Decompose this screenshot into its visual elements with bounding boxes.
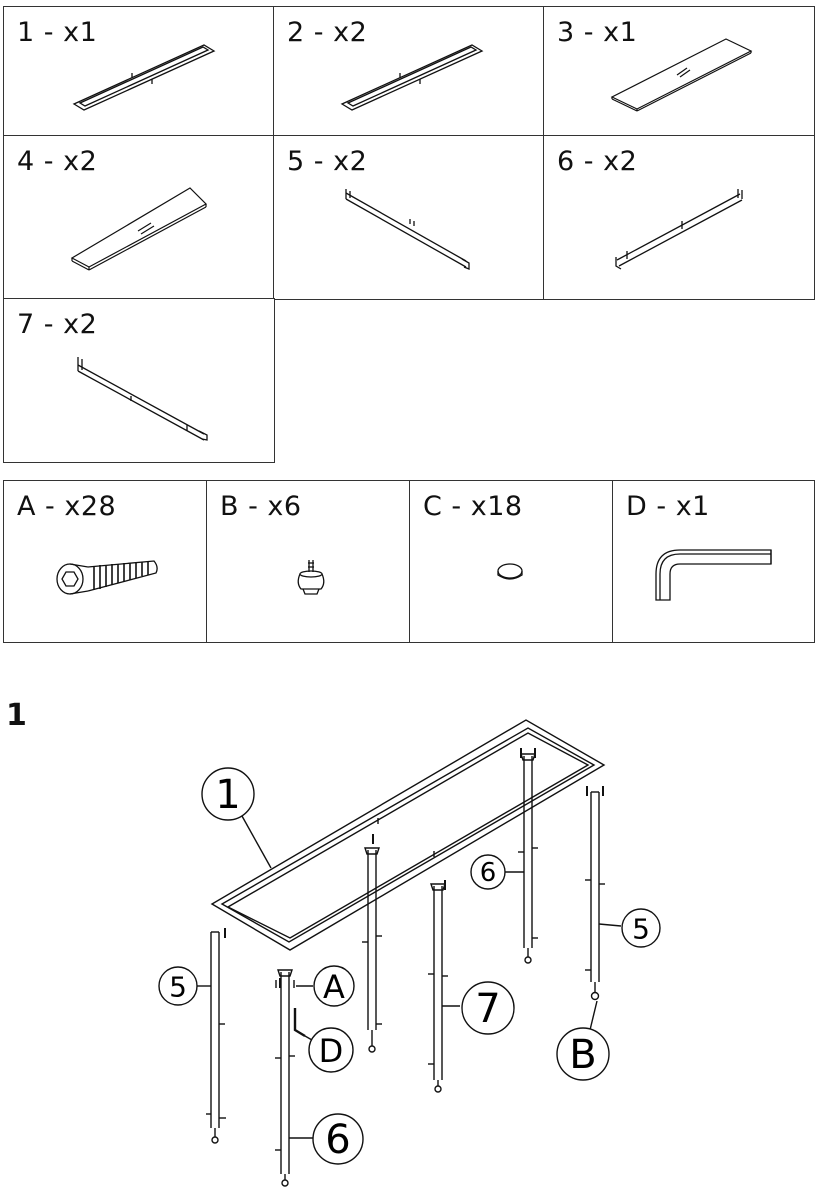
top-frame [210,719,606,951]
allen-key-icon [655,549,772,601]
callout-7 [461,981,515,1035]
callout-5-left-label: 5 [169,971,187,1004]
glass-panel-icon [610,38,753,112]
leg-6-inner [362,847,382,1053]
callout-d [308,1027,354,1073]
callout-b-label: B [569,1032,596,1078]
part-label-5: 5 - x2 [287,146,368,177]
part-label-7: 7 - x2 [17,309,98,340]
part-label-4: 4 - x2 [17,146,98,177]
screw-icon [56,560,158,595]
hardware-label-c: C - x18 [423,491,523,522]
leg-6-back [518,753,538,964]
callout-1 [201,767,255,821]
callout-6-bottom [312,1113,364,1165]
hardware-label-a: A - x28 [17,491,117,522]
frame-icon [340,44,484,111]
callout-7-label: 7 [475,986,500,1032]
callout-6-mid [470,854,506,890]
callout-6-mid-label: 6 [480,858,497,888]
callout-5-right [621,908,661,948]
part-cell-6: 6 - x2 [543,135,815,300]
leg-5-right [585,791,605,1001]
callout-6-bottom-label: 6 [325,1117,350,1163]
hardware-cell-a: A - x28 [3,480,208,643]
rail-icon [345,189,470,270]
rail-icon [615,189,743,270]
part-cell-7: 7 - x2 [3,298,275,463]
callout-a [313,965,355,1007]
glass-panel-icon [70,187,207,271]
part-label-1: 1 - x1 [17,17,98,48]
part-cell-4: 4 - x2 [3,135,275,300]
hardware-label-d: D - x1 [626,491,710,522]
callout-5-right-label: 5 [632,913,650,946]
leg-6-front [275,969,295,1187]
callout-a-label: A [323,968,345,1006]
callout-1-label: 1 [215,772,240,818]
callout-d-label: D [319,1032,344,1070]
foot-icon [297,560,325,595]
callout-b [556,1027,610,1081]
hardware-label-b: B - x6 [220,491,302,522]
part-label-6: 6 - x2 [557,146,638,177]
hardware-cell-d: D - x1 [612,480,815,643]
leg-7 [428,883,448,1093]
frame-icon [72,44,216,111]
part-cell-5: 5 - x2 [273,135,545,300]
rail-icon [77,357,208,441]
part-cell-1: 1 - x1 [3,6,275,137]
part-cell-2: 2 - x2 [273,6,545,137]
part-label-3: 3 - x1 [557,17,638,48]
callout-5-left [158,966,198,1006]
hardware-cell-c: C - x18 [409,480,614,643]
step-number: 1 [6,698,27,733]
part-label-2: 2 - x2 [287,17,368,48]
leg-5-left [206,931,226,1144]
pad-icon [497,563,523,580]
